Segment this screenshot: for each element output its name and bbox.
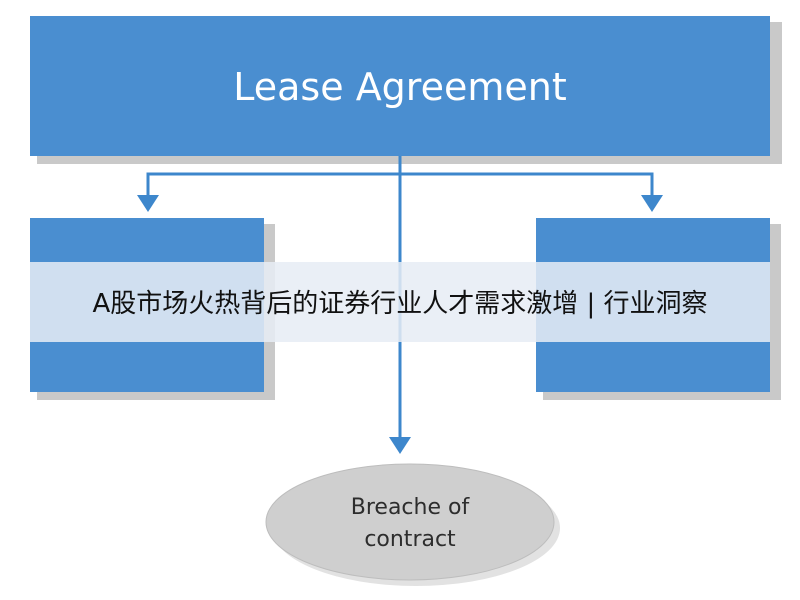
connectors	[137, 156, 663, 454]
arrowhead-outcome	[389, 437, 411, 454]
caption-overlay-text: A股市场火热背后的证券行业人才需求激增 | 行业洞察	[92, 289, 708, 319]
caption-overlay-band	[30, 262, 770, 342]
arrowhead-left	[137, 195, 159, 212]
connector-root-to-right	[400, 172, 654, 198]
root-box-body	[30, 16, 770, 156]
outcome-oval: Breache of contract	[265, 463, 560, 586]
outcome-oval-body	[265, 463, 555, 581]
root-box-label: Lease Agreement	[233, 65, 566, 109]
outcome-label-line2: contract	[364, 527, 456, 552]
arrowhead-right	[641, 195, 663, 212]
outcome-label-line1: Breache of	[351, 495, 471, 520]
root-box: Lease Agreement	[30, 16, 782, 164]
connector-root-to-left	[146, 172, 400, 198]
